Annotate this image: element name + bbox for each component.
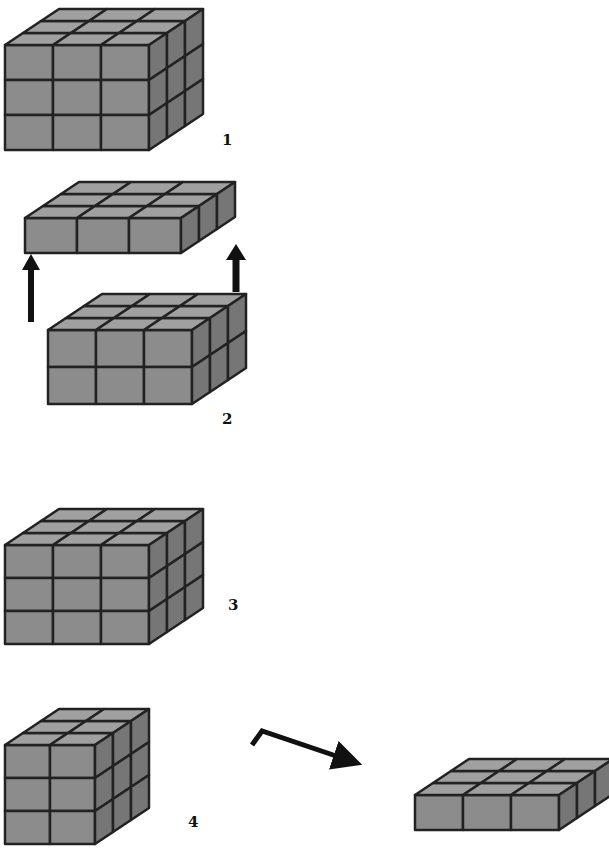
cube-face: [577, 771, 595, 818]
cube-face: [101, 578, 149, 611]
cube-face: [185, 575, 203, 620]
cube-face: [101, 45, 149, 80]
cube-face: [131, 775, 149, 820]
cube-face: [96, 367, 144, 404]
cube-face: [113, 787, 131, 832]
cube-face: [53, 115, 101, 150]
cube-face: [77, 218, 129, 253]
callout-number: 4: [188, 815, 198, 830]
lift-arrow-head: [226, 244, 246, 260]
cube-face: [50, 778, 95, 811]
cube-face: [5, 811, 50, 844]
cube-face: [511, 795, 559, 830]
cube-face: [53, 545, 101, 578]
cube-face: [5, 778, 50, 811]
cube-face: [96, 330, 144, 367]
callout-number: 2: [222, 412, 232, 427]
cube-face: [53, 578, 101, 611]
cube-face: [167, 91, 185, 138]
cube-face: [95, 799, 113, 844]
cube-face: [101, 115, 149, 150]
cube-face: [53, 45, 101, 80]
cube-face: [144, 330, 192, 367]
move-arrow: [252, 731, 348, 760]
cube-face: [415, 795, 463, 830]
cube-face: [559, 783, 577, 830]
cube-face: [101, 611, 149, 644]
cube-face: [192, 355, 210, 404]
cube-face: [5, 745, 50, 778]
cube-face: [48, 330, 96, 367]
callout-number: 1: [222, 133, 232, 148]
cube-face: [149, 599, 167, 644]
cube-face: [210, 343, 228, 392]
cube-face: [101, 80, 149, 115]
cube-face: [50, 811, 95, 844]
cube-face: [50, 745, 95, 778]
cube-face: [185, 79, 203, 126]
callout-number: 3: [228, 598, 238, 613]
cube-face: [199, 194, 217, 241]
cube-face: [53, 611, 101, 644]
cube-face: [144, 367, 192, 404]
cube-face: [228, 331, 246, 380]
cube-face: [53, 80, 101, 115]
cube-face: [5, 45, 53, 80]
cube-face: [217, 182, 235, 229]
cube-face: [25, 218, 77, 253]
cube-face: [48, 367, 96, 404]
cube-face: [149, 103, 167, 150]
cube-face: [5, 115, 53, 150]
cube-face: [181, 206, 199, 253]
cube-face: [5, 578, 53, 611]
cube-face: [5, 611, 53, 644]
cube-face: [5, 545, 53, 578]
cube-face: [595, 759, 609, 806]
cube-face: [167, 587, 185, 632]
lift-arrow: [28, 268, 34, 322]
cube-face: [463, 795, 511, 830]
lift-arrow-head: [22, 254, 40, 270]
lift-arrow: [233, 258, 240, 292]
cube-face: [5, 80, 53, 115]
cube-face: [129, 218, 181, 253]
cube-face: [101, 545, 149, 578]
